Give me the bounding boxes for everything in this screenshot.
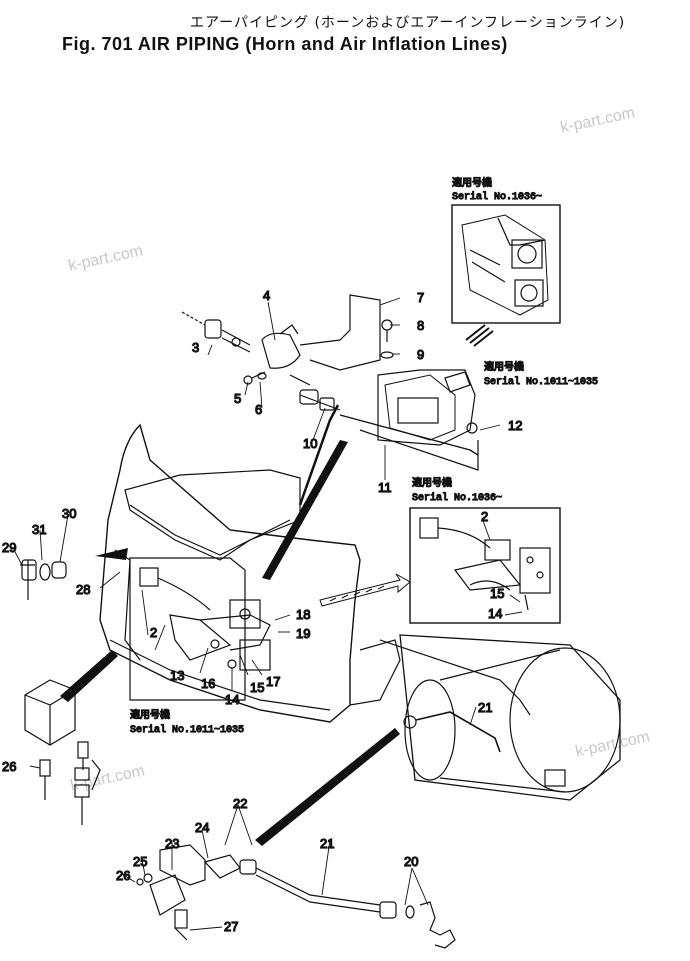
callout-18: 18: [296, 607, 310, 622]
callout-15: 15: [490, 586, 504, 601]
top-valve-assembly: [181, 294, 394, 506]
inset-top-right: [451, 204, 561, 347]
callout-9: 9: [417, 347, 424, 362]
left-fittings: [20, 549, 141, 661]
inset-bottom-jp: 適用号機: [130, 708, 170, 721]
callout-2: 2: [481, 509, 488, 524]
callout-15: 15: [250, 680, 264, 695]
inset-middle-right: [339, 369, 479, 471]
bottom-fittings: [136, 844, 456, 949]
callout-31: 31: [32, 522, 46, 537]
callout-25: 25: [133, 854, 147, 869]
callout-10: 10: [303, 436, 317, 451]
callout-24: 24: [195, 820, 209, 835]
callout-21: 21: [320, 836, 334, 851]
callout-4: 4: [263, 288, 270, 303]
callout-30: 30: [62, 506, 76, 521]
callout-14: 14: [225, 692, 239, 707]
callout-6: 6: [255, 402, 262, 417]
callout-20: 20: [404, 854, 418, 869]
callout-13: 13: [170, 668, 184, 683]
callout-14: 14: [488, 606, 502, 621]
callout-21: 21: [478, 700, 492, 715]
callout-19: 19: [296, 626, 310, 641]
japanese-title: エアーパイピング (ホーンおよびエアーインフレーションライン): [190, 15, 626, 31]
air-tank: [399, 634, 621, 801]
callout-28: 28: [76, 582, 90, 597]
inset-bottom-serial: Serial No.1011~1035: [130, 724, 244, 736]
callout-22: 22: [233, 796, 247, 811]
inset-top-serial: Serial No.1036~: [452, 191, 542, 203]
callout-26: 26: [2, 759, 16, 774]
machine-body: [99, 423, 531, 723]
callout-leaders: [13, 297, 523, 931]
callout-29: 29: [2, 540, 16, 555]
inset-top-jp: 適用号機: [452, 176, 492, 189]
inset-middle-serial: Serial No.1011~1035: [484, 376, 598, 388]
callout-3: 3: [192, 340, 199, 355]
callout-5: 5: [234, 391, 241, 406]
callout-27: 27: [224, 919, 238, 934]
inset-right-horn: [409, 507, 561, 624]
inset-right-jp: 適用号機: [412, 476, 452, 489]
callout-2: 2: [150, 625, 157, 640]
inset-middle-horn: [129, 557, 271, 701]
callout-26: 26: [116, 868, 130, 883]
callout-8: 8: [417, 318, 424, 333]
leader-wedges: [60, 440, 400, 846]
inset-right-serial: Serial No.1036~: [412, 492, 502, 504]
left-box-fittings: [24, 679, 101, 825]
callout-12: 12: [508, 418, 522, 433]
direction-arrow: [319, 573, 411, 607]
callout-16: 16: [201, 676, 215, 691]
callout-23: 23: [165, 836, 179, 851]
callout-17: 17: [266, 674, 280, 689]
callout-7: 7: [417, 290, 424, 305]
callout-11: 11: [378, 480, 392, 495]
figure-title: Fig. 701 AIR PIPING (Horn and Air Inflat…: [62, 34, 508, 54]
inset-middle-jp: 適用号機: [484, 360, 524, 373]
